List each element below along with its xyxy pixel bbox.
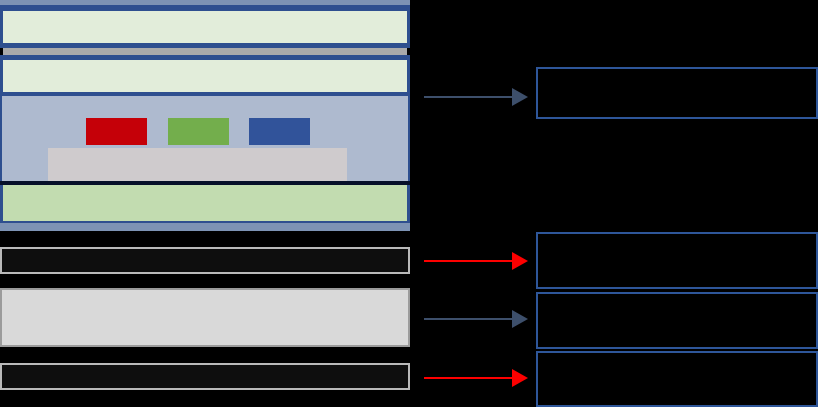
arrow-head-icon [512, 88, 528, 106]
layered-cross-section [0, 0, 410, 232]
layer-upper-green-band [0, 8, 410, 46]
substrate-slab [48, 148, 347, 181]
callout-box-2 [536, 232, 818, 289]
arrow-to-callout-4 [424, 369, 528, 387]
arrow-to-callout-2 [424, 252, 528, 270]
arrow-shaft [424, 318, 512, 320]
divider-top [0, 5, 410, 8]
divider-above-gray-strip [0, 45, 410, 48]
chip-green [168, 118, 229, 145]
chip-red [86, 118, 147, 145]
arrow-to-callout-1 [424, 88, 528, 106]
divider-below-gray-strip [0, 55, 410, 58]
divider-bottom [0, 221, 410, 223]
layer-lower-green-band [0, 57, 410, 95]
divider-body-bottom [0, 181, 410, 185]
callout-box-1 [536, 67, 818, 119]
arrow-to-callout-3 [424, 310, 528, 328]
layer-mid-gray-strip [3, 48, 407, 56]
arrow-head-icon [512, 369, 528, 387]
chip-blue [249, 118, 310, 145]
callout-box-3 [536, 292, 818, 349]
bar-dark-lower [0, 363, 410, 390]
layer-bottom-cap-strip [0, 222, 410, 231]
layer-top-cap-strip [0, 0, 410, 8]
layer-base-green-band [0, 185, 410, 222]
arrow-head-icon [512, 252, 528, 270]
bar-light-middle [0, 288, 410, 347]
callout-box-4 [536, 351, 818, 407]
arrow-shaft [424, 377, 512, 379]
arrow-shaft [424, 96, 512, 98]
divider-body-top [0, 93, 410, 96]
arrow-head-icon [512, 310, 528, 328]
bar-dark-upper [0, 247, 410, 274]
arrow-shaft [424, 260, 512, 262]
